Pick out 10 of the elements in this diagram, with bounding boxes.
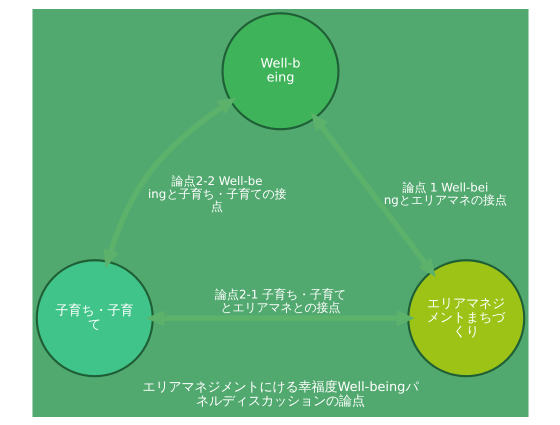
caption: エリアマネジメントにける幸福度Well-beingパネルディスカッションの論点 xyxy=(142,379,418,408)
node-circle: Well-being xyxy=(220,12,340,130)
arrow xyxy=(310,112,436,276)
arrow xyxy=(146,310,414,326)
node-circle: エリアマネジメントまちづくり xyxy=(406,258,525,377)
edge-label: 論点2-1 子育ち・子育てとエリアマネとの接点 xyxy=(214,287,346,314)
node-circle: 子育ち・子育て xyxy=(35,258,154,377)
edge-label: 論点 1 Well-beingとエリアマネの接点 xyxy=(383,180,506,207)
edge-label: 論点2-2 Well-beingと子育ち・子育ての接点 xyxy=(148,173,286,214)
arrow xyxy=(102,97,236,268)
